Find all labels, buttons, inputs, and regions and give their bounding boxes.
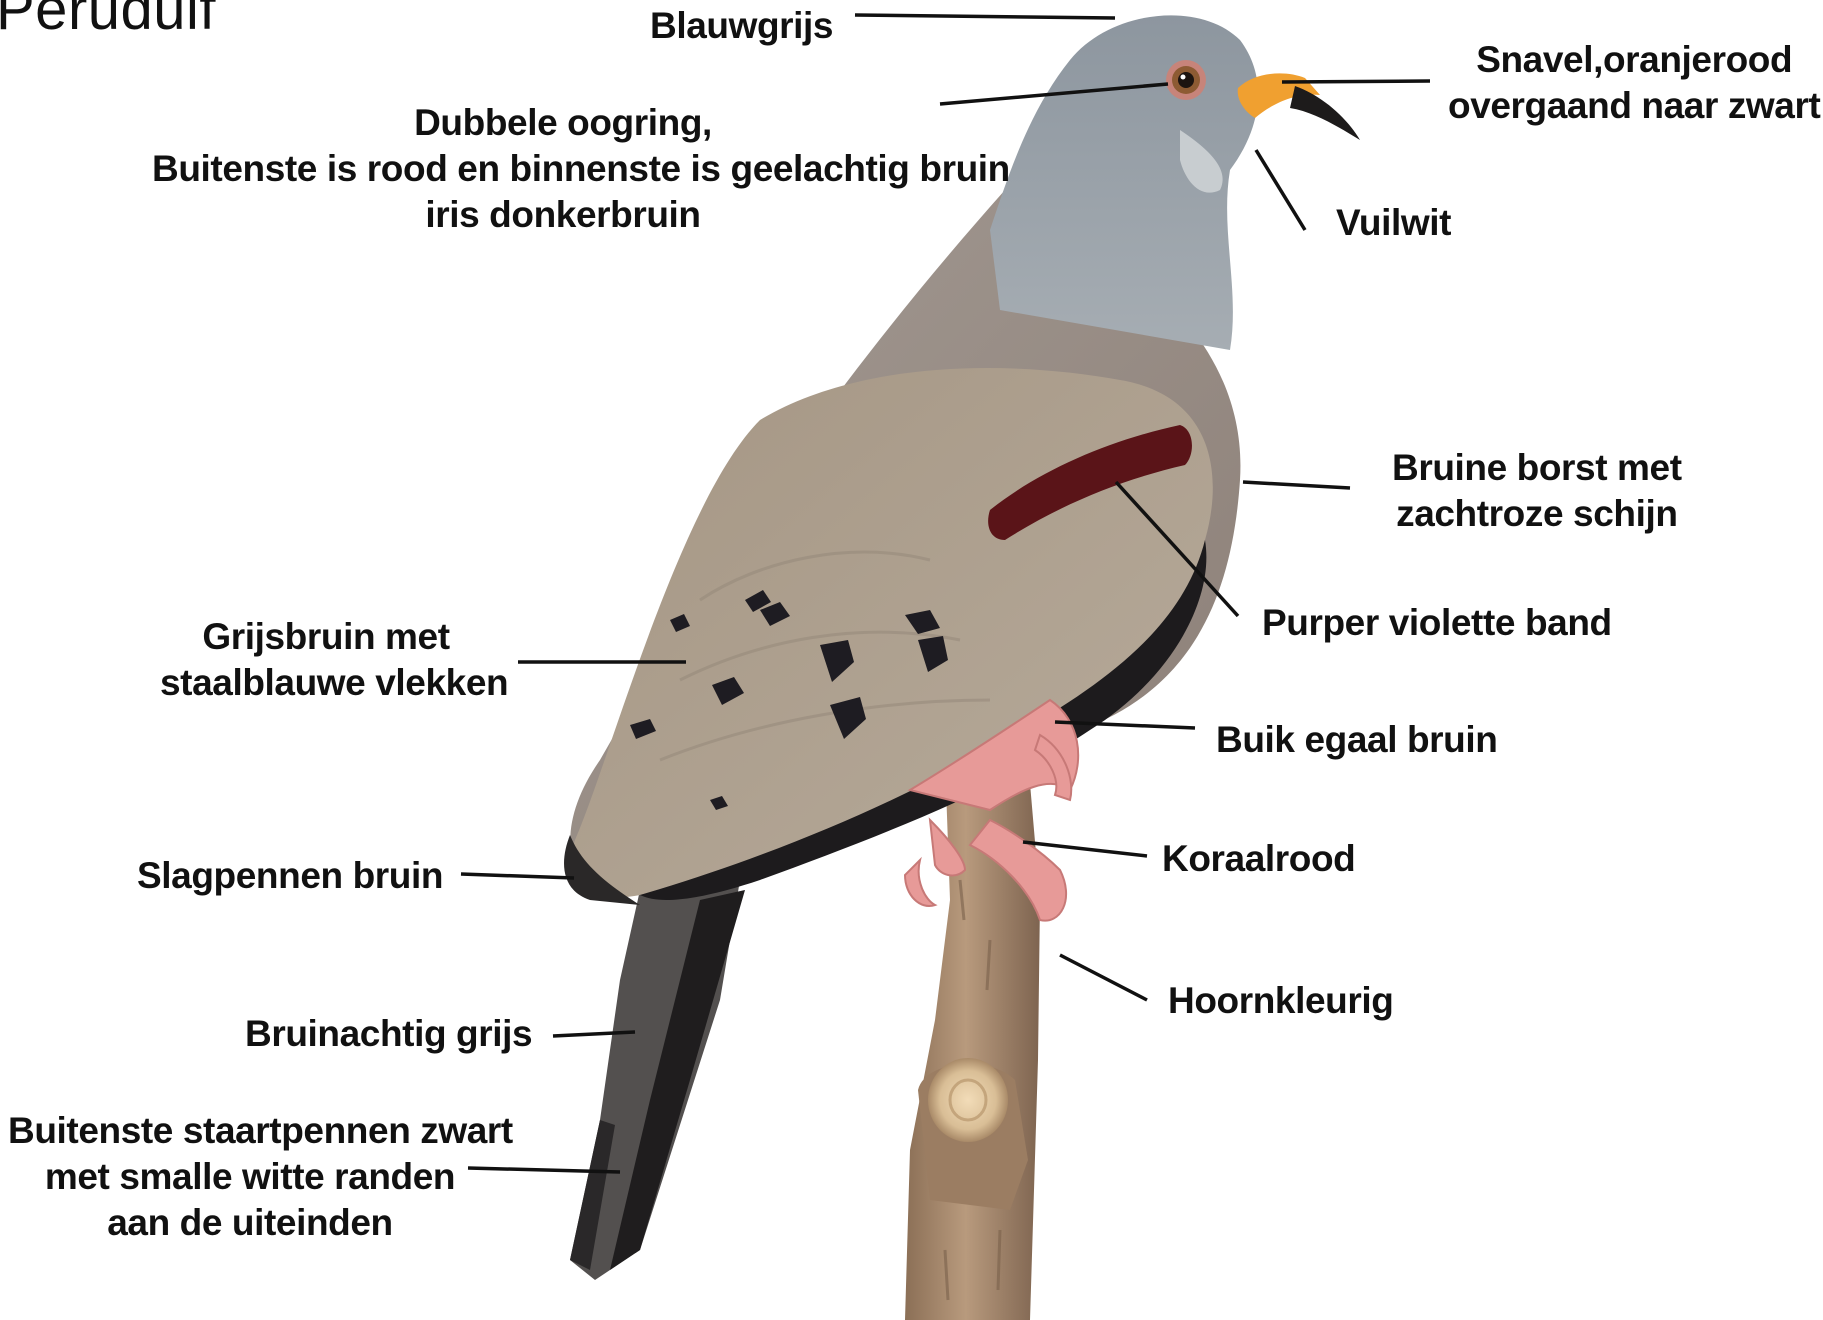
page-title: Peruduif <box>0 0 216 42</box>
label-snavel: Snavel,oranjerood overgaand naar zwart <box>1448 37 1820 129</box>
head <box>990 15 1360 350</box>
label-staartpennen: Buitenste staartpennen zwart met smalle … <box>8 1108 492 1246</box>
leader-blauwgrijs <box>855 15 1115 18</box>
leader-vuilwit <box>1256 150 1305 230</box>
label-poten: Koraalrood <box>1162 836 1355 882</box>
label-nagels: Hoornkleurig <box>1168 978 1393 1024</box>
leader-slagpennen <box>461 874 574 878</box>
leader-borst <box>1243 482 1350 488</box>
label-oogring: Dubbele oogring, Buitenste is rood en bi… <box>152 100 974 238</box>
label-vleugel: Grijsbruin met staalblauwe vlekken <box>160 614 492 706</box>
label-blauwgrijs: Blauwgrijs <box>650 3 833 49</box>
leader-nagels <box>1060 955 1147 1000</box>
label-staart: Bruinachtig grijs <box>245 1011 532 1057</box>
label-borst: Bruine borst met zachtroze schijn <box>1392 445 1682 537</box>
label-band: Purper violette band <box>1262 600 1612 646</box>
label-buik: Buik egaal bruin <box>1216 717 1497 763</box>
tail <box>570 880 745 1280</box>
leader-snavel <box>1282 81 1430 82</box>
label-slagpennen: Slagpennen bruin <box>137 853 443 899</box>
label-vuilwit: Vuilwit <box>1336 200 1451 246</box>
branch-cut-end <box>928 1058 1008 1142</box>
wing <box>564 368 1213 905</box>
branch <box>905 749 1040 1320</box>
